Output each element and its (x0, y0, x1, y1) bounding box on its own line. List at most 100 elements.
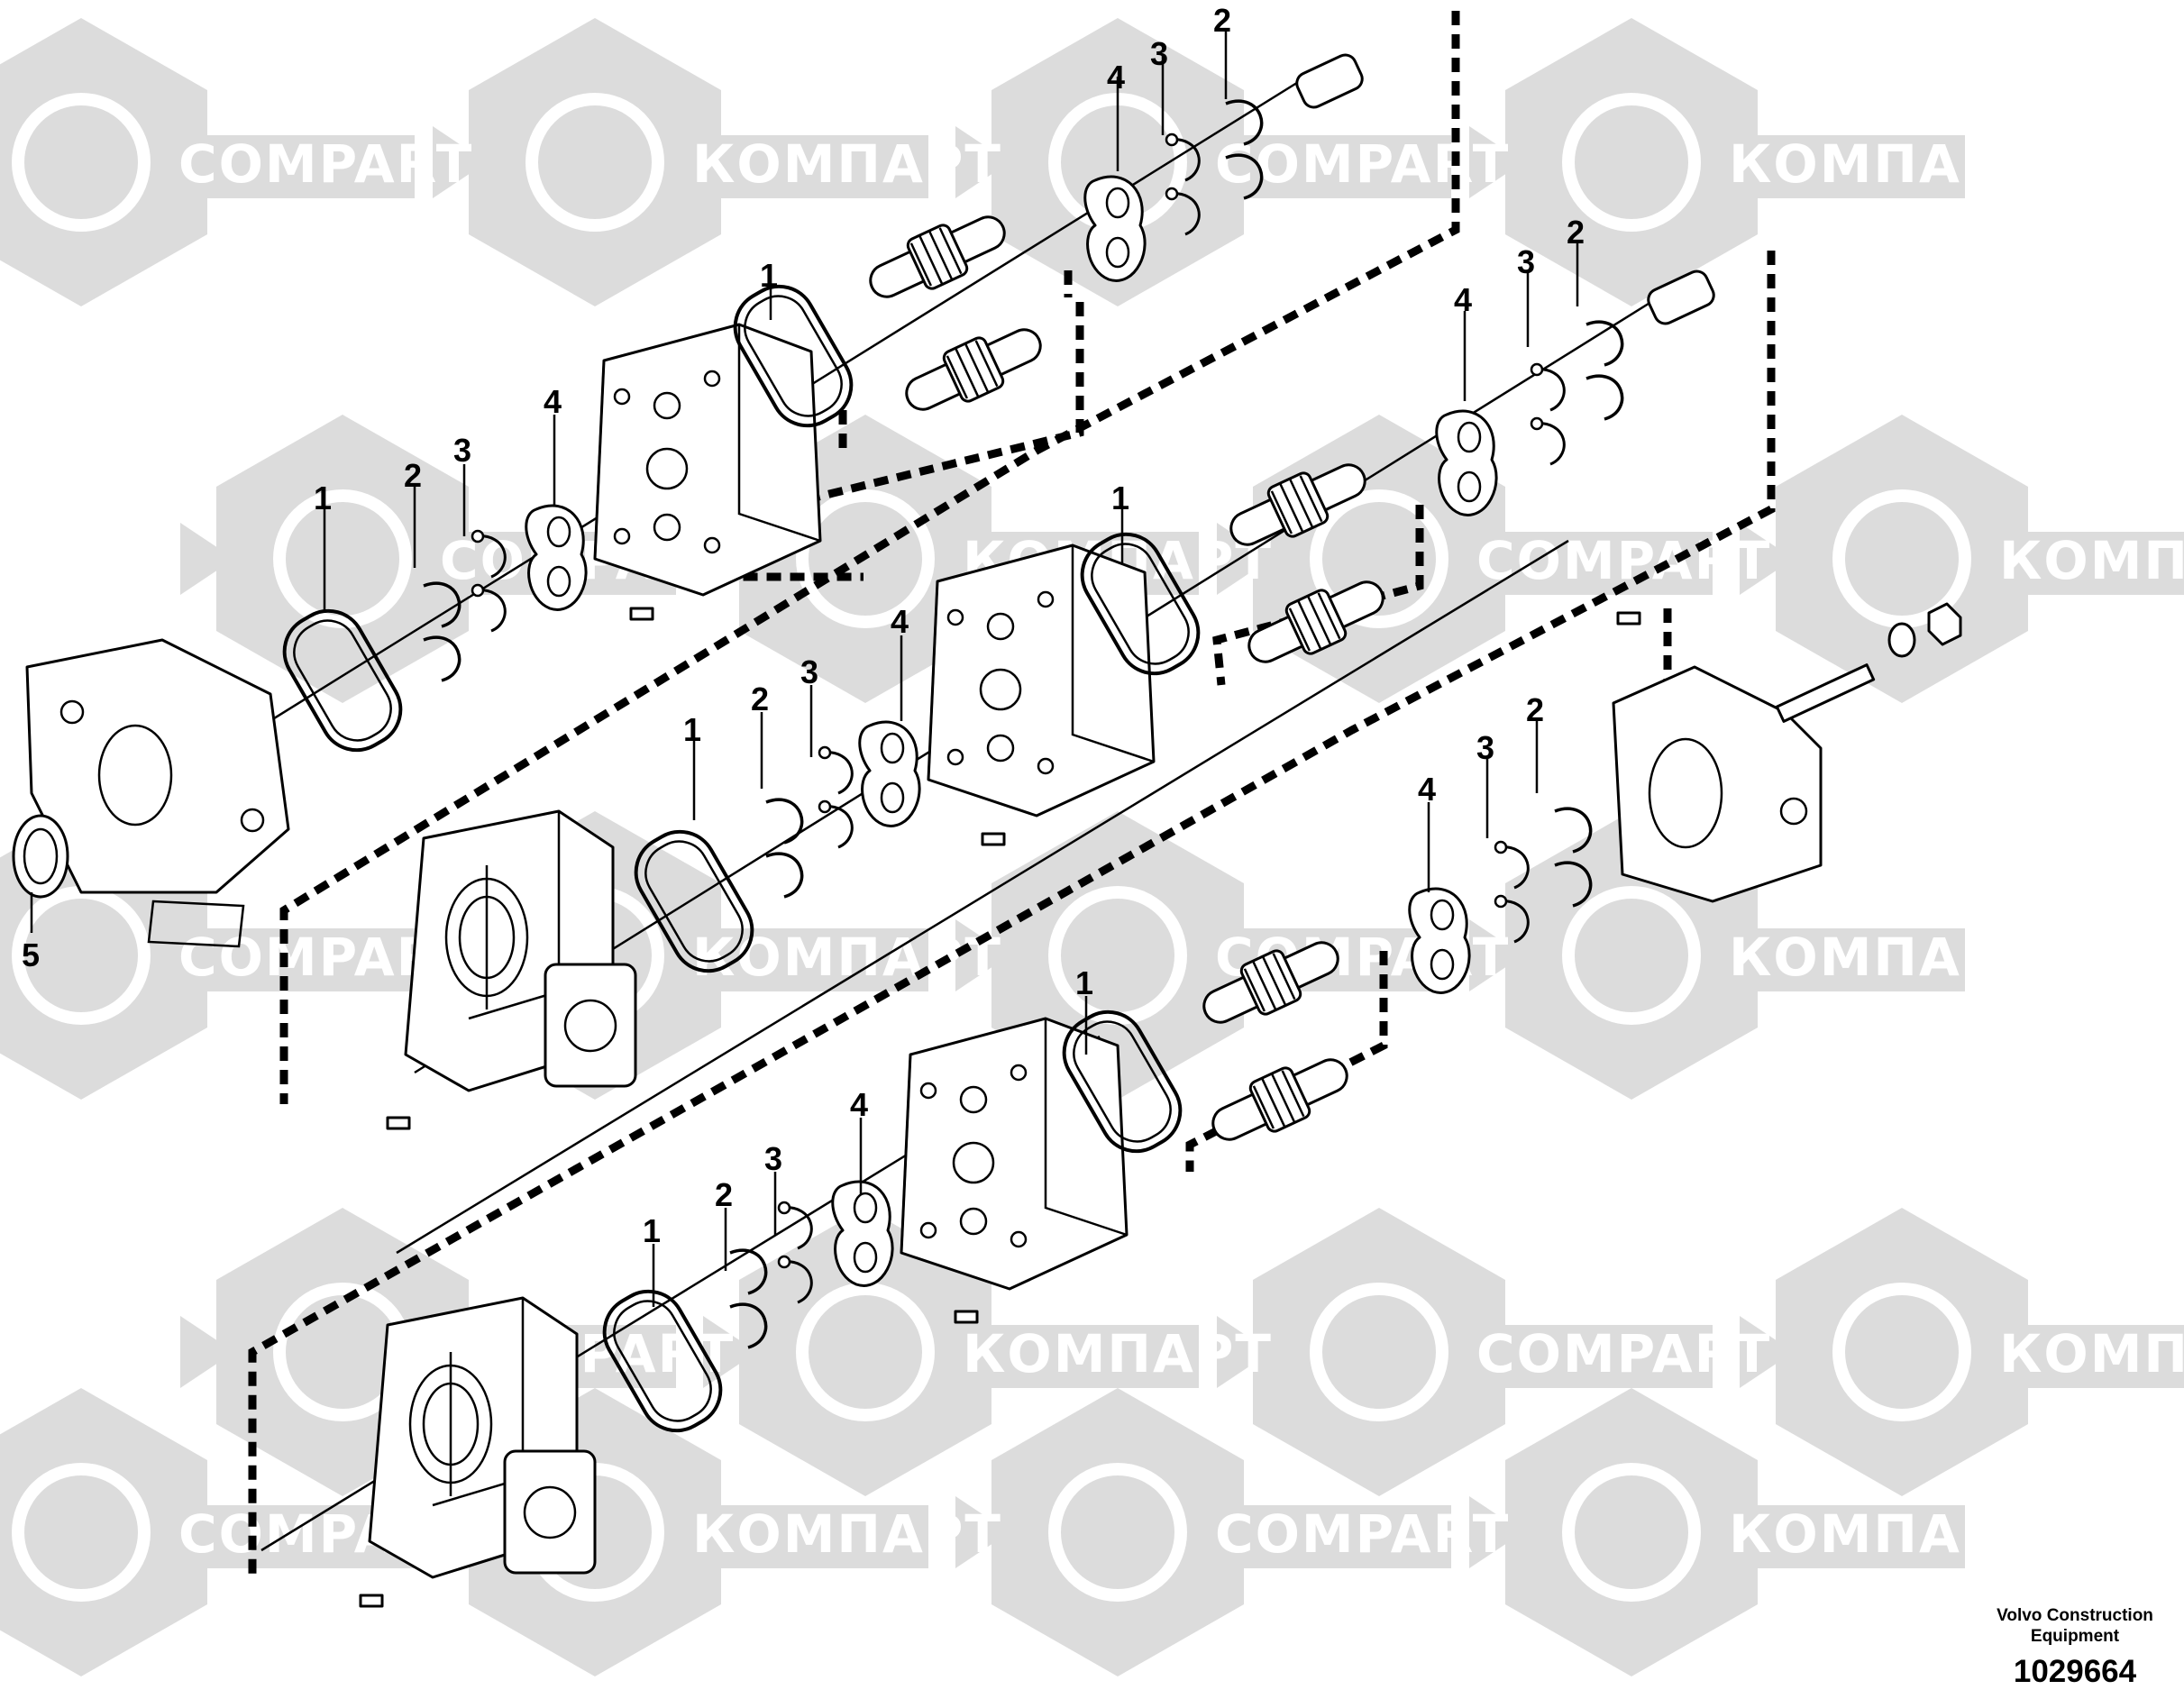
callout-3: 3 (1150, 35, 1168, 72)
seal-ring (764, 798, 804, 899)
watermark-text: COMPART (1476, 530, 1771, 591)
watermark-text: КОМПАРТ (692, 927, 1002, 988)
watermark-banner (1199, 135, 1451, 198)
callout-1: 1 (760, 257, 778, 294)
rear-cover (1612, 665, 1823, 903)
callout-4: 4 (544, 383, 562, 420)
watermark-banner (162, 928, 415, 991)
gear-housing (927, 543, 1156, 818)
callout-5: 5 (22, 936, 40, 973)
port-flange (503, 1449, 597, 1575)
watermark-text: КОМПАРТ (1999, 1323, 2184, 1384)
watermark-banner (676, 135, 928, 198)
wear-plate (525, 504, 588, 611)
callout-1: 1 (1075, 964, 1093, 1001)
watermark-banner (1460, 532, 1713, 595)
watermark-labels: COMPART КОМПАРТ COMPART КОМПАРТ COMPART КОМПА… (162, 133, 2184, 1568)
callout-2: 2 (1213, 2, 1231, 39)
callout-3: 3 (800, 653, 818, 690)
assembly-outline (248, 11, 1776, 1582)
rear-cover-assembly (1612, 602, 1962, 903)
callout-4: 4 (850, 1086, 868, 1123)
wear-plate (1435, 409, 1498, 516)
washer (1887, 622, 1916, 658)
watermark-text: КОМПАРТ (692, 1503, 1002, 1565)
callout-numbers: 2 3 4 1 1 2 3 4 2 3 4 1 1 2 3 4 2 3 4 1 … (22, 2, 1585, 1249)
callout-2: 2 (715, 1176, 733, 1213)
wear-plate (1083, 175, 1147, 282)
shaft-bore (97, 724, 173, 827)
gear-housing (593, 323, 822, 597)
watermark-text: КОМПАРТ (963, 1323, 1273, 1384)
callout-4: 4 (1107, 59, 1125, 96)
bolt-hole (59, 699, 85, 725)
callout-2: 2 (751, 681, 769, 717)
dowel-pin (629, 607, 654, 621)
drive-gear (864, 210, 1011, 304)
callout-2: 2 (1567, 214, 1585, 251)
watermark-text: КОМПАРТ (692, 133, 1002, 195)
watermark-text: КОМПАРТ (1729, 927, 2039, 988)
driven-gear (900, 323, 1047, 416)
callout-leaders (30, 32, 1579, 1307)
callout-1: 1 (683, 711, 701, 748)
manufacturer-line-2: Equipment (2030, 1627, 2120, 1646)
shaft-seal (12, 814, 69, 899)
manufacturer-line-1: Volvo Construction (1997, 1606, 2153, 1625)
callout-2: 2 (404, 457, 422, 494)
dowel-pin (981, 832, 1006, 846)
watermark-text: COMPART (178, 133, 473, 195)
watermark-text: COMPART (1215, 1503, 1510, 1565)
port-opening (563, 999, 617, 1053)
callout-4: 4 (1454, 281, 1472, 318)
callout-3: 3 (453, 432, 471, 469)
callout-4: 4 (891, 603, 909, 640)
rear-cover-port (1648, 737, 1723, 849)
shaft-seal-inner (23, 827, 59, 885)
port-opening (523, 1485, 577, 1539)
dowel-pin (359, 1594, 384, 1608)
seal-ring (1585, 320, 1624, 421)
callout-1: 1 (314, 480, 332, 516)
watermark-banner (1713, 135, 1965, 198)
watermark-banner (1713, 928, 1965, 991)
watermark-text: КОМПАРТ (1729, 133, 2039, 195)
callout-3: 3 (764, 1140, 782, 1177)
watermark-banner (162, 135, 415, 198)
section-3-parts (359, 807, 1593, 1608)
watermark-banner (1983, 532, 2184, 595)
dowel-pin (386, 1116, 411, 1130)
callout-1: 1 (643, 1212, 661, 1249)
callout-2: 2 (1526, 691, 1544, 728)
gear-housing (900, 1017, 1129, 1291)
wear-plate (1408, 887, 1471, 994)
watermark-banner (1983, 1325, 2184, 1388)
callout-3: 3 (1517, 243, 1535, 280)
dowel-pin (954, 1310, 979, 1324)
port-flange (544, 963, 637, 1088)
section-1-parts (12, 53, 1364, 948)
driven-gear (1206, 1053, 1354, 1146)
callout-3: 3 (1476, 729, 1494, 766)
callout-4: 4 (1418, 771, 1436, 808)
backup-ring (1530, 362, 1566, 466)
section-2-parts (404, 269, 1715, 1092)
watermark-banner (946, 1325, 1199, 1388)
watermark-banner (1460, 1325, 1713, 1388)
dowel-pin (1616, 611, 1641, 626)
backup-ring (818, 745, 854, 849)
spacer-sleeve (1647, 269, 1715, 325)
watermark-banner (1713, 1505, 1965, 1568)
watermark-banner (676, 1505, 928, 1568)
wear-plate (831, 1180, 894, 1287)
callout-1: 1 (1111, 480, 1129, 516)
wear-plate (858, 720, 921, 827)
diagram-caption: Volvo Construction Equipment 1029664 (1971, 1605, 2179, 1690)
watermark-text: COMPART (1476, 1323, 1771, 1384)
front-cover (25, 638, 290, 894)
spacer-sleeve (1295, 53, 1364, 109)
watermark-text: КОМПАРТ (1729, 1503, 2039, 1565)
rear-cover-hole (1779, 797, 1808, 826)
bolt-hole (240, 808, 265, 833)
